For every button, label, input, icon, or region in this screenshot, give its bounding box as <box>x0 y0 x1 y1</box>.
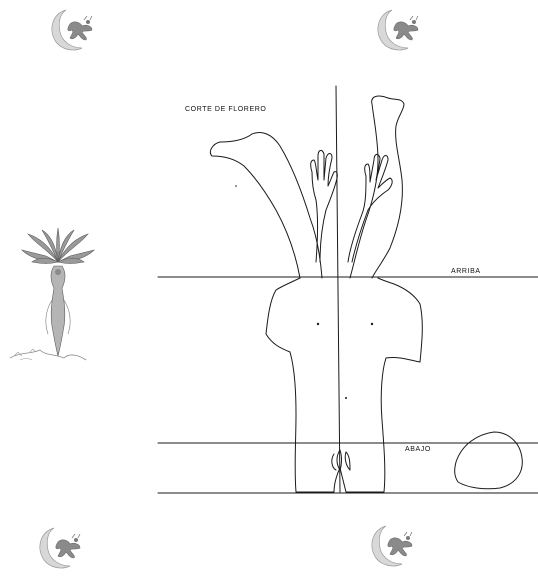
moon-ornament-top-left-icon <box>52 10 92 50</box>
torso <box>266 278 422 492</box>
abajo-label: ABAJO <box>405 446 431 453</box>
left-hand <box>311 150 338 262</box>
right-leg <box>350 96 404 278</box>
small-marks <box>235 185 373 399</box>
lotus-figure-icon <box>10 228 94 360</box>
left-leg <box>210 133 322 279</box>
stone <box>455 432 523 489</box>
corte-de-florero-label: CORTE DE FLORERO <box>185 106 266 113</box>
genital-detail <box>332 450 350 470</box>
moon-ornament-bottom-left-icon <box>40 528 80 568</box>
moon-ornament-bottom-right-icon <box>372 526 412 566</box>
arriba-label: ARRIBA <box>451 268 481 275</box>
moon-ornament-top-right-icon <box>378 10 418 50</box>
center-axis <box>336 86 340 492</box>
